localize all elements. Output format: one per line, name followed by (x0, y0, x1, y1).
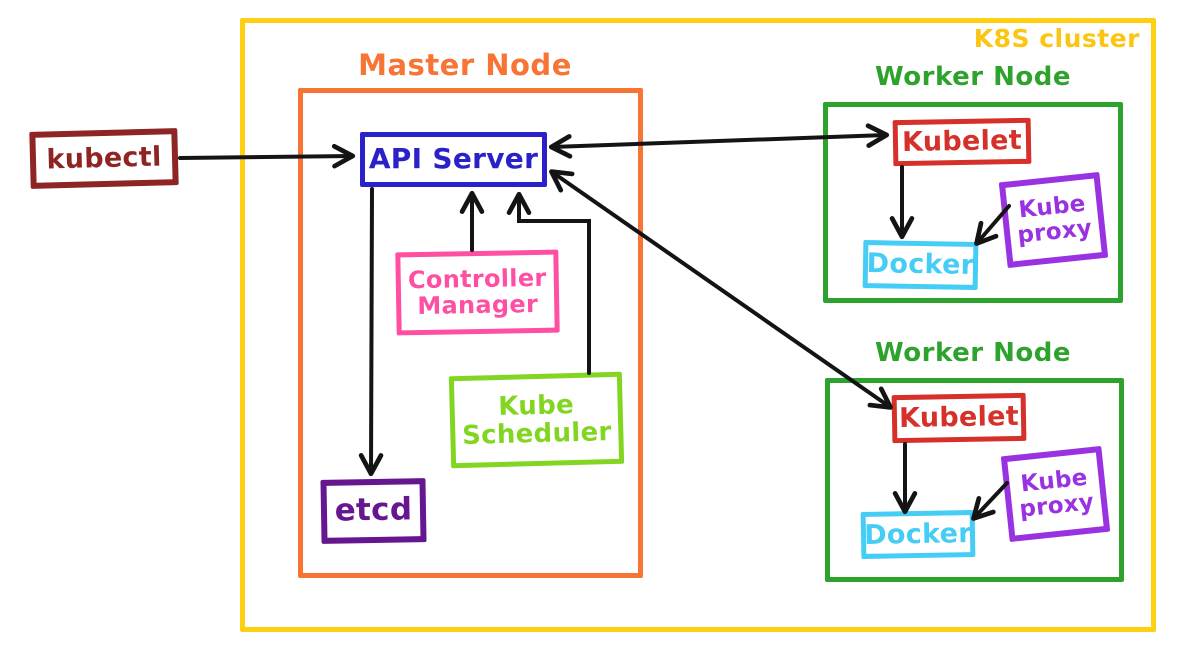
api-server-label: API Server (368, 142, 539, 176)
api-server-node: API Server (360, 132, 547, 187)
kube-scheduler-label: Kube Scheduler (461, 389, 612, 451)
k8s-cluster-label: K8S cluster (973, 24, 1140, 53)
worker-node-2-boundary (825, 378, 1124, 582)
worker-2-docker-node: Docker (860, 510, 976, 559)
controller-manager-node: Controller Manager (395, 249, 560, 336)
kubectl-node: kubectl (29, 128, 179, 189)
controller-manager-label: Controller Manager (407, 263, 547, 320)
kubelet-label: Kubelet (901, 125, 1023, 159)
worker-node-2-title: Worker Node (875, 338, 1071, 368)
worker-1-docker-node: Docker (862, 240, 979, 290)
worker-1-kube-proxy-node: Kube proxy (998, 171, 1109, 269)
etcd-node: etcd (320, 478, 427, 544)
kube-proxy-label: Kube proxy (1018, 464, 1096, 523)
docker-label: Docker (863, 517, 973, 551)
etcd-label: etcd (334, 491, 413, 529)
kube-proxy-label: Kube proxy (1016, 190, 1094, 249)
worker-2-kubelet-node: Kubelet (891, 392, 1027, 444)
docker-label: Docker (866, 248, 975, 282)
worker-node-1-title: Worker Node (875, 62, 1071, 92)
worker-1-kubelet-node: Kubelet (892, 117, 1032, 167)
master-node-title: Master Node (358, 48, 572, 82)
k8s-cluster-boundary (240, 18, 1156, 632)
kubectl-label: kubectl (46, 141, 162, 176)
kubelet-label: Kubelet (898, 401, 1020, 435)
kube-scheduler-node: Kube Scheduler (448, 371, 625, 469)
worker-2-kube-proxy-node: Kube proxy (1000, 445, 1111, 543)
